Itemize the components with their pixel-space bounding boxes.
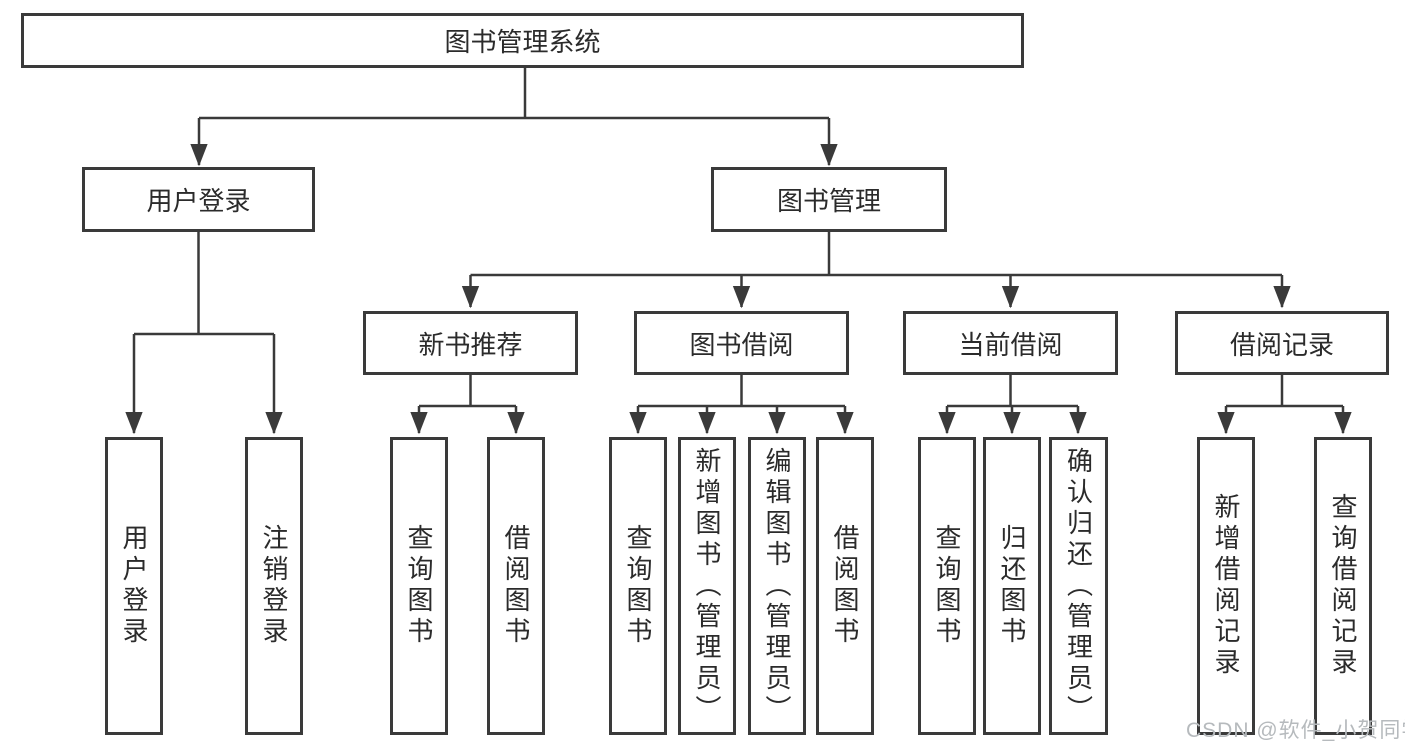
node-label: 查询图书	[623, 524, 653, 648]
node-current-borrowing: 当前借阅	[903, 311, 1118, 375]
node-label: 确认归还（管理员）	[1063, 446, 1094, 726]
node-new-book-recommendation: 新书推荐	[363, 311, 578, 375]
node-library-management-system: 图书管理系统	[21, 13, 1024, 68]
node-leaf-query-books-2: 查询图书	[609, 437, 667, 735]
node-leaf-borrow-books-1: 借阅图书	[487, 437, 545, 735]
node-leaf-add-books-admin: 新增图书（管理员）	[678, 437, 736, 735]
tree-arrowheads	[125, 118, 1352, 435]
node-label: 注销登录	[259, 524, 289, 648]
node-label: 用户登录	[119, 524, 149, 648]
node-label: 查询图书	[404, 524, 434, 648]
node-label: 编辑图书（管理员）	[762, 446, 792, 726]
node-leaf-query-books-1: 查询图书	[390, 437, 448, 735]
node-label: 新增图书（管理员）	[692, 446, 722, 726]
node-leaf-query-borrow-record: 查询借阅记录	[1314, 437, 1372, 735]
node-user-login: 用户登录	[82, 167, 315, 232]
node-leaf-borrow-books-2: 借阅图书	[816, 437, 874, 735]
node-leaf-logout: 注销登录	[245, 437, 303, 735]
node-borrowing-records: 借阅记录	[1175, 311, 1389, 375]
node-leaf-query-books-3: 查询图书	[918, 437, 976, 735]
node-label: 查询借阅记录	[1328, 493, 1358, 679]
node-label: 借阅图书	[501, 524, 531, 648]
node-leaf-confirm-return-admin: 确认归还（管理员）	[1049, 437, 1108, 735]
node-leaf-edit-books-admin: 编辑图书（管理员）	[748, 437, 806, 735]
csdn-watermark: CSDN @软件_小贺同学	[1186, 719, 1405, 742]
node-leaf-return-books: 归还图书	[983, 437, 1041, 735]
node-label: 查询图书	[932, 524, 962, 648]
node-leaf-add-borrow-record: 新增借阅记录	[1197, 437, 1255, 735]
node-book-management: 图书管理	[711, 167, 947, 232]
node-label: 借阅图书	[830, 524, 860, 648]
node-leaf-user-login: 用户登录	[105, 437, 163, 735]
node-label: 归还图书	[997, 524, 1027, 648]
tree-branch-lines	[134, 68, 1343, 408]
node-label: 新增借阅记录	[1211, 493, 1241, 679]
node-book-borrowing: 图书借阅	[634, 311, 849, 375]
